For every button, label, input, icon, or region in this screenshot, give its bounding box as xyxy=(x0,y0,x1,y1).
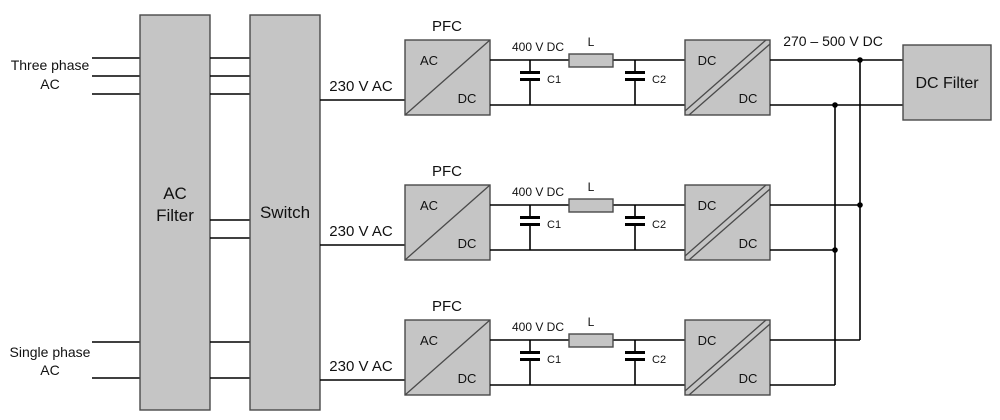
dcdc-in-label: DC xyxy=(698,53,717,68)
dc-link-voltage-label: 400 V DC xyxy=(512,320,564,334)
ac-filter-label-line1: AC xyxy=(163,184,187,203)
dcdc-diagonal-2 xyxy=(688,323,771,396)
dcdc-diagonal-1 xyxy=(684,319,767,392)
dc-filter-block xyxy=(902,44,992,121)
three-phase-label-line2: AC xyxy=(40,76,59,92)
dc-filter-label: DC Filter xyxy=(915,75,979,92)
dcdc-in-label: DC xyxy=(698,198,717,213)
switch-block xyxy=(249,14,321,411)
dcdc-out-label: DC xyxy=(739,371,758,386)
dcdc-converter-block xyxy=(684,184,771,261)
capacitor-c1 xyxy=(520,340,540,385)
dcdc-converter-block xyxy=(684,319,771,396)
cap1-label: C1 xyxy=(547,219,561,231)
dcdc-diagonal-1 xyxy=(684,184,767,257)
pfc-dc-label: DC xyxy=(458,236,477,251)
pfc-ac-label: AC xyxy=(420,53,438,68)
capacitor-c1 xyxy=(520,205,540,250)
pfc-diagonal xyxy=(404,184,491,261)
single-phase-label-line1: Single phase xyxy=(10,344,91,360)
dcdc-diagonal-1 xyxy=(684,39,767,112)
inductor xyxy=(568,198,614,213)
capacitor-c2 xyxy=(625,340,645,385)
dcdc-diagonal-2 xyxy=(688,188,771,261)
inductor xyxy=(568,53,614,68)
converter-channel-1: 230 V AC PFC AC DC 400 V DC C1 L C2 DC D… xyxy=(320,18,771,116)
inductor-label: L xyxy=(588,35,595,49)
pfc-ac-label: AC xyxy=(420,333,438,348)
pfc-dc-label: DC xyxy=(458,91,477,106)
channel-input-voltage-label: 230 V AC xyxy=(329,78,393,95)
channel-input-voltage-label: 230 V AC xyxy=(329,223,393,240)
junction-dot xyxy=(857,57,863,63)
junction-dot xyxy=(832,247,838,253)
converter-channel-2: 230 V AC PFC AC DC 400 V DC C1 L C2 DC D… xyxy=(320,163,771,261)
three-phase-label-line1: Three phase xyxy=(11,57,90,73)
inductor-label: L xyxy=(588,315,595,329)
dc-link-voltage-label: 400 V DC xyxy=(512,40,564,54)
switch-label: Switch xyxy=(260,203,310,222)
pfc-title: PFC xyxy=(432,298,462,315)
cap2-label: C2 xyxy=(652,354,666,366)
pfc-diagonal xyxy=(404,39,491,116)
output-voltage-range-label: 270 – 500 V DC xyxy=(783,33,883,49)
dcdc-in-label: DC xyxy=(698,333,717,348)
inductor-label: L xyxy=(588,180,595,194)
cap2-label: C2 xyxy=(652,219,666,231)
dcdc-diagonal-2 xyxy=(688,43,771,116)
inductor xyxy=(568,333,614,348)
dcdc-out-label: DC xyxy=(739,236,758,251)
cap2-label: C2 xyxy=(652,74,666,86)
capacitor-c2 xyxy=(625,205,645,250)
channel-input-voltage-label: 230 V AC xyxy=(329,358,393,375)
junction-dot xyxy=(857,202,863,208)
cap1-label: C1 xyxy=(547,354,561,366)
pfc-dc-label: DC xyxy=(458,371,477,386)
capacitor-c2 xyxy=(625,60,645,105)
single-phase-label-line2: AC xyxy=(40,362,59,378)
dcdc-out-label: DC xyxy=(739,91,758,106)
cap1-label: C1 xyxy=(547,74,561,86)
ac-filter-block xyxy=(139,14,211,411)
pfc-ac-label: AC xyxy=(420,198,438,213)
pfc-title: PFC xyxy=(432,18,462,35)
converter-channel-3: 230 V AC PFC AC DC 400 V DC C1 L C2 DC D… xyxy=(320,298,771,396)
capacitor-c1 xyxy=(520,60,540,105)
ac-filter-label-line2: Filter xyxy=(156,206,194,225)
dcdc-converter-block xyxy=(684,39,771,116)
pfc-diagonal xyxy=(404,319,491,396)
dc-link-voltage-label: 400 V DC xyxy=(512,185,564,199)
junction-dot xyxy=(832,102,838,108)
pfc-title: PFC xyxy=(432,163,462,180)
